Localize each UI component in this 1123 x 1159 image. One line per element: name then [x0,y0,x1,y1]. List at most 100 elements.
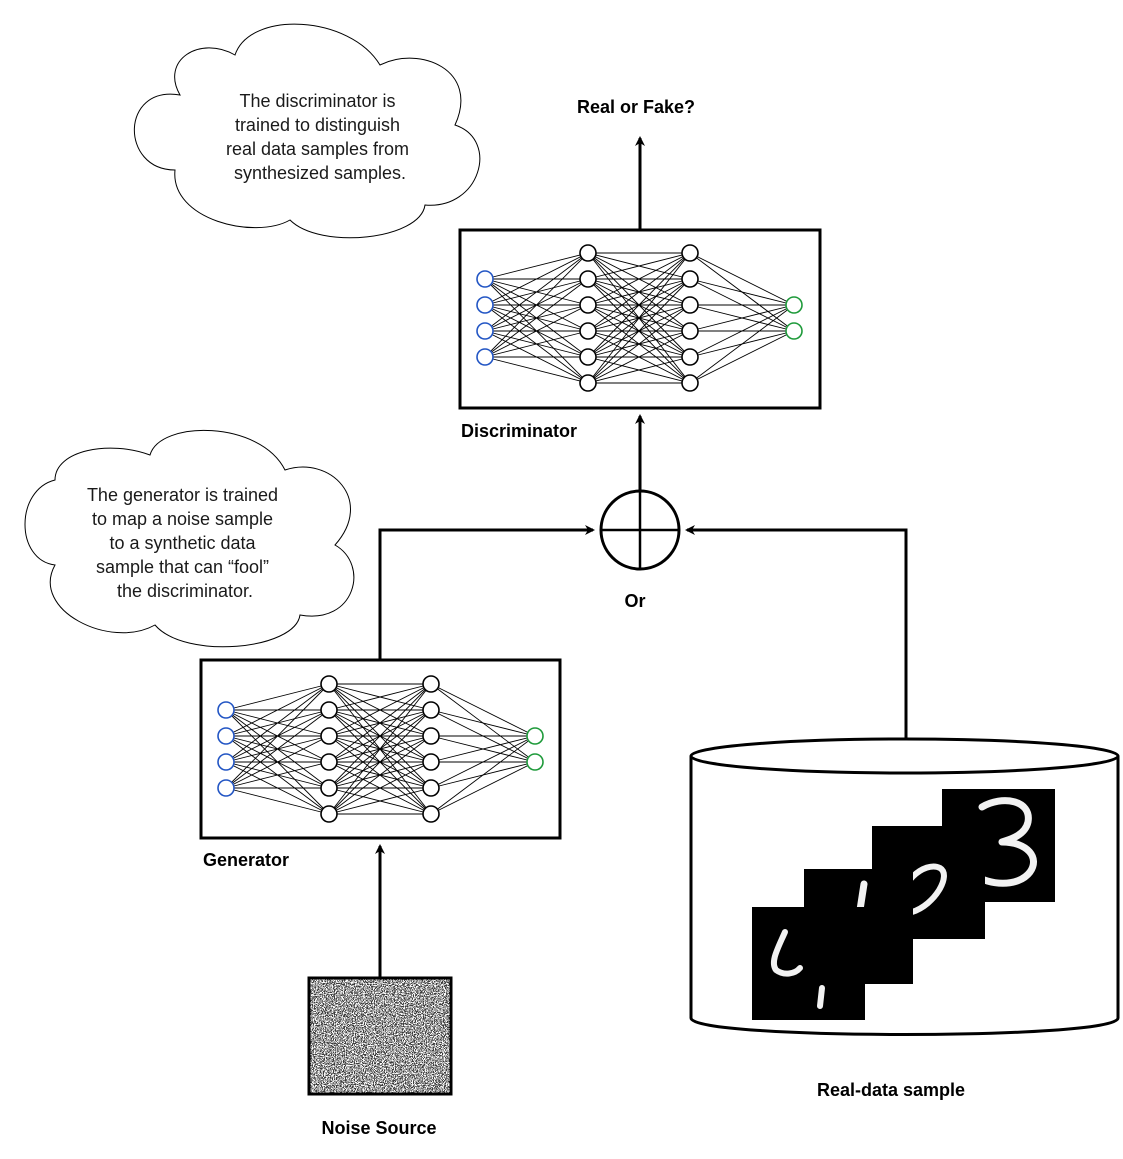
network-connection [328,761,432,815]
input-node [217,779,235,797]
hidden-node [579,296,597,314]
network-connection [484,330,589,358]
generator-note-line: sample that can “fool” [96,557,269,577]
real-data-label: Real-data sample [817,1080,965,1100]
combiner-node [599,489,681,571]
generator-to-combiner-arrow [378,525,595,660]
network-connection [328,709,432,815]
discriminator-label: Discriminator [461,421,577,441]
network-connection [225,683,330,763]
network-connection [328,683,432,763]
input-node [217,727,235,745]
noise-source [307,976,453,1096]
network-connection [328,683,432,789]
network-connection [328,735,432,815]
network-connection [689,330,795,384]
network-connection [689,304,795,384]
hidden-node [681,322,699,340]
hidden-node [422,675,440,693]
discriminator-note-line: synthesized samples. [234,163,406,183]
hidden-node [320,805,338,823]
network-connection [689,304,795,358]
hidden-node [320,727,338,745]
network-connection [587,252,691,358]
hidden-node [320,753,338,771]
discriminator-note-line: real data samples from [226,139,409,159]
hidden-node [579,322,597,340]
output-node [526,753,544,771]
hidden-node [681,374,699,392]
input-node [476,322,494,340]
network-connection [430,761,536,815]
output-node [785,296,803,314]
hidden-node [422,701,440,719]
generator-note-line: The generator is trained [87,485,278,505]
discriminator-note-line: trained to distinguish [235,115,400,135]
network-connection [328,683,432,711]
network-connection [484,252,589,306]
network-connection [587,252,691,332]
network-connection [225,787,330,815]
discriminator-note-text: The discriminator is trained to distingu… [226,91,414,183]
generator-block [199,658,562,840]
discriminator-note-cloud: The discriminator is trained to distingu… [133,23,481,239]
output-node [526,727,544,745]
network-connection [328,683,432,737]
network-connection [587,304,691,384]
network-connection [430,683,536,737]
digit-image-4 [752,907,865,1020]
network-connection [430,735,536,789]
hidden-node [422,753,440,771]
hidden-node [579,270,597,288]
generator-note-cloud: The generator is trained to map a noise … [24,429,355,648]
network-connection [689,252,795,306]
hidden-node [579,244,597,262]
network-connection [587,252,691,306]
generator-note-text: The generator is trained to map a noise … [87,485,283,601]
hidden-node [320,675,338,693]
generator-note-line: to a synthetic data [109,533,256,553]
input-node [476,296,494,314]
network-connection [587,330,691,384]
hidden-node [579,374,597,392]
hidden-node [681,296,699,314]
network-connection [587,278,691,384]
network-connection [587,356,691,384]
network-connection [484,278,589,358]
network-connection [430,735,536,815]
generator-note-line: to map a noise sample [92,509,273,529]
hidden-node [422,727,440,745]
generator-network [217,675,544,823]
hidden-node [681,270,699,288]
input-node [476,270,494,288]
hidden-node [422,805,440,823]
discriminator-network [476,244,803,392]
network-connection [328,683,432,815]
network-connection [484,304,589,358]
network-connection [587,252,691,384]
real-data-to-combiner-arrow [685,525,908,742]
hidden-node [320,779,338,797]
network-connection [225,683,330,789]
network-connection [689,304,795,332]
input-node [217,701,235,719]
network-connection [484,252,589,280]
combiner-label: Or [624,591,645,611]
hidden-node [422,779,440,797]
hidden-node [681,244,699,262]
network-connection [225,683,330,737]
network-connection [587,252,691,280]
hidden-node [579,348,597,366]
network-connection [430,735,536,763]
network-connection [689,278,795,306]
discriminator-note-line: The discriminator is [239,91,395,111]
noise-source-label: Noise Source [321,1118,436,1138]
input-node [217,753,235,771]
network-connection [225,761,330,789]
network-connection [484,252,589,332]
generator-label: Generator [203,850,289,870]
network-connection [225,735,330,789]
network-connection [225,683,330,711]
network-connection [430,709,536,737]
